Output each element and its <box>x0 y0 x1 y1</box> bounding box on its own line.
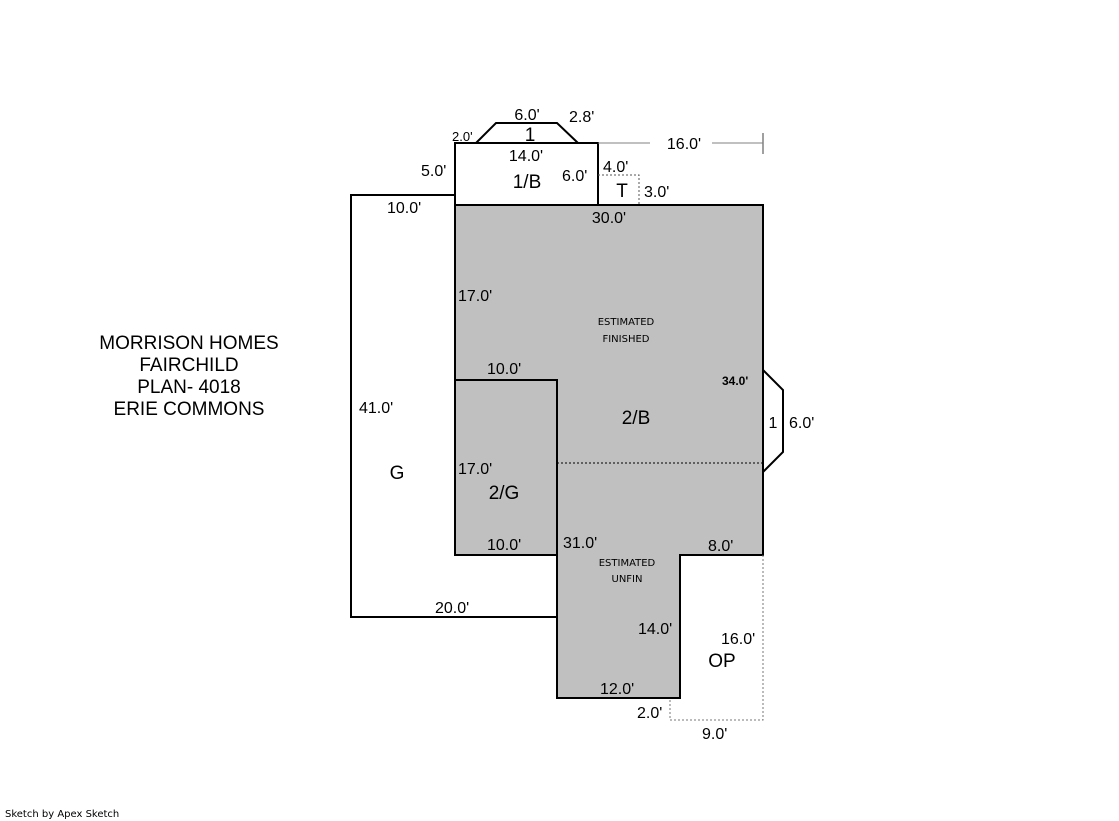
title-line: MORRISON HOMES <box>99 333 279 354</box>
garage-wall <box>350 194 557 618</box>
note-label: FINISHED <box>602 334 649 345</box>
dim-label: 6.0' <box>514 107 539 124</box>
dim-label: 41.0' <box>359 400 393 417</box>
area-label: OP <box>708 651 735 672</box>
title-line: FAIRCHILD <box>139 355 239 376</box>
title-block: MORRISON HOMES FAIRCHILD PLAN- 4018 ERIE… <box>80 333 298 421</box>
dim-label: 5.0' <box>421 163 446 180</box>
dim-label: 16.0' <box>667 136 701 153</box>
porch-outline <box>669 555 764 721</box>
dim-label: 6.0' <box>789 415 814 432</box>
note-label: ESTIMATED <box>598 317 655 328</box>
dim-label: 30.0' <box>592 210 626 227</box>
top-bump-out <box>475 122 579 144</box>
right-bump-out <box>762 369 784 473</box>
dim-label: 17.0' <box>458 461 492 478</box>
credit-text: Sketch by Apex Sketch <box>5 809 120 820</box>
dim-label: 14.0' <box>509 148 543 165</box>
title-line: ERIE COMMONS <box>113 399 265 420</box>
dim-label: 10.0' <box>387 200 421 217</box>
area-label: 2/G <box>489 483 520 504</box>
dim-label: 31.0' <box>563 535 597 552</box>
dim-label: 17.0' <box>458 288 492 305</box>
area-label: 1 <box>769 415 778 432</box>
dim-label: 12.0' <box>600 681 634 698</box>
note-label: ESTIMATED <box>599 558 656 569</box>
dim-label: 9.0' <box>702 726 727 743</box>
first-floor-area <box>454 142 599 206</box>
dim-label: 6.0' <box>562 168 587 185</box>
area-label: T <box>616 181 628 202</box>
dim-label: 4.0' <box>603 159 628 176</box>
dim-label: 10.0' <box>487 537 521 554</box>
dim-label: 16.0' <box>721 631 755 648</box>
dim-label: 3.0' <box>644 184 669 201</box>
main-area-shaded <box>454 204 764 699</box>
garage2-wall <box>455 379 558 555</box>
dim-label: 2.0' <box>637 705 662 722</box>
area-label: 1 <box>525 125 536 146</box>
dim-label: 10.0' <box>487 361 521 378</box>
dim-label: 2.8' <box>569 109 594 126</box>
area-label: 1/B <box>513 172 542 193</box>
dim-label: 34.0' <box>722 374 748 388</box>
note-label: UNFIN <box>612 574 643 585</box>
title-line: PLAN- 4018 <box>137 377 241 398</box>
t-area <box>598 174 640 205</box>
dim-label: 20.0' <box>435 600 469 617</box>
dim-label: 8.0' <box>708 538 733 555</box>
area-label: 2/B <box>622 408 651 429</box>
dim-label: 14.0' <box>638 621 672 638</box>
dim-label: 2.0' <box>452 129 473 144</box>
area-label: G <box>390 463 405 484</box>
